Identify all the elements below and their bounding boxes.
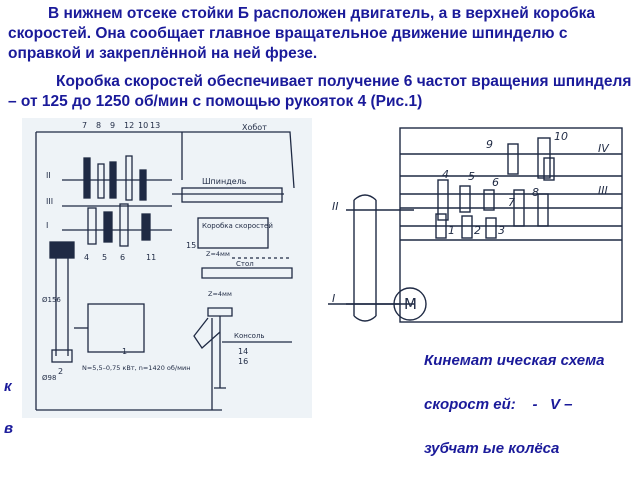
motor-label: M [404,295,417,313]
right-gear-5: 5 [468,170,475,183]
gear-number-8: 8 [96,121,101,130]
bottom-number-6: 6 [120,253,125,262]
label-n16: 16 [238,357,248,366]
gearbox-paragraph: Коробка скоростей обеспечивает получение… [8,73,632,110]
label-num-2: 2 [58,367,63,376]
right-gear-3: 3 [498,224,505,237]
shaft-label-ii: II [332,200,339,213]
right-gear-2: 2 [474,224,481,237]
label-shaft-3: III [46,197,53,206]
right-gear-6: 6 [492,176,499,189]
caption-line-2: скорост ей: - V – [424,396,573,413]
label-bearing: Хобот [242,123,267,132]
intro-paragraph: В нижнем отсеке стойки Б расположен двиг… [8,5,595,62]
label-gearbox: Коробка скоростей [202,222,273,230]
label-num-1: 1 [122,347,127,356]
caption-line-3: зубчат ые колёса [424,440,560,457]
label-n15: 15 [186,241,196,250]
right-gear-9: 9 [486,138,493,151]
gear-number-12: 12 [124,121,134,130]
label-shaft-1: I [46,221,48,230]
machine-kinematic-figure: 7 8 9 12 10 13 4 5 6 11 Хобот Шпиндель К… [22,118,312,423]
gear-number-9: 9 [110,121,115,130]
right-gear-10: 10 [554,130,568,143]
caption-fragment-1: к [4,378,12,395]
label-z2: Z=4мм [208,290,232,298]
caption-fragment-2: в [4,420,14,437]
label-shaft-2: II [46,171,51,180]
right-gear-8: 8 [532,186,539,199]
bottom-number-5: 5 [102,253,107,262]
right-gear-1: 1 [448,224,455,237]
right-gear-4: 4 [442,168,449,181]
label-motor-spec: N=5,5–0,75 кВт, n=1420 об/мин [82,364,190,372]
label-z1: Z=4мм [206,250,230,258]
bottom-number-4: 4 [84,253,89,262]
shaft-label-i: I [332,292,335,305]
label-diam-1: Ø156 [42,296,61,304]
shaft-label-iv: IV [598,142,610,155]
shaft-label-iii: III [598,184,608,197]
label-console: Консоль [234,332,265,340]
caption-line-1: Кинемат ическая схема [424,352,605,369]
right-gear-7: 7 [508,196,515,209]
gear-number-10: 10 [138,121,148,130]
bottom-number-11: 11 [146,253,156,262]
gear-number-7: 7 [82,121,87,130]
label-spindle: Шпиндель [202,177,247,186]
label-stop: Стол [236,260,254,268]
gearbox-kinematic-figure: 9 10 4 5 6 8 7 1 2 3 IV III II I M [318,118,636,349]
label-n14: 14 [238,347,248,356]
gear-number-13: 13 [150,121,160,130]
label-diam-2: Ø98 [42,374,56,382]
